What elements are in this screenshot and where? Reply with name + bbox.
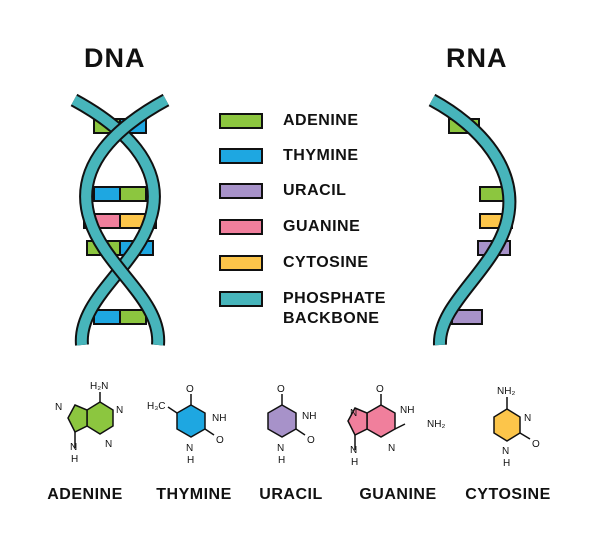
legend-item-guanine: GUANINE bbox=[219, 217, 459, 245]
uracil-label: URACIL bbox=[259, 486, 323, 503]
rna-backbone bbox=[428, 93, 517, 346]
thymine-label: THYMINE bbox=[156, 486, 232, 503]
thymine-swatch bbox=[219, 148, 263, 164]
adenine-atom: N bbox=[105, 439, 112, 450]
cytosine-label: CYTOSINE bbox=[465, 486, 551, 503]
uracil-atom: O bbox=[277, 384, 285, 395]
thymine-atoms: O H₃C NH N O H bbox=[147, 384, 226, 466]
thymine-atom: N bbox=[186, 443, 193, 454]
dna-pair-5-right bbox=[119, 309, 147, 325]
adenine-atom: H₂N bbox=[90, 381, 108, 392]
uracil-atom: O bbox=[307, 435, 315, 446]
cytosine-atom: O bbox=[532, 439, 540, 450]
legend-item-thymine: THYMINE bbox=[219, 146, 459, 174]
thymine-structure bbox=[167, 394, 215, 438]
guanine-structure bbox=[347, 394, 406, 450]
dna-pair-2-left bbox=[93, 186, 121, 202]
uracil-structure bbox=[267, 394, 306, 438]
dna-pair-2-right bbox=[119, 186, 147, 202]
guanine-atom: O bbox=[376, 384, 384, 395]
guanine-atoms: O N NH NH₂ N N H bbox=[350, 384, 445, 468]
dna-backbone bbox=[70, 93, 170, 346]
legend-label: ADENINE bbox=[283, 112, 359, 129]
dna-title: DNA bbox=[84, 43, 146, 73]
cytosine-atom: NH₂ bbox=[497, 386, 515, 397]
thymine-atom: H₃C bbox=[147, 401, 166, 412]
backbone-swatch bbox=[219, 291, 263, 307]
adenine-structure bbox=[67, 392, 114, 448]
legend-item-cytosine: CYTOSINE bbox=[219, 253, 459, 281]
cytosine-atoms: NH₂ N N O H bbox=[497, 386, 540, 469]
uracil-atom: NH bbox=[302, 411, 316, 422]
guanine-atom: N bbox=[388, 443, 395, 454]
guanine-atom: H bbox=[351, 457, 358, 468]
thymine-atom: O bbox=[216, 435, 224, 446]
legend-label: GUANINE bbox=[283, 218, 361, 235]
guanine-atom: NH bbox=[400, 405, 414, 416]
guanine-label: GUANINE bbox=[359, 486, 437, 503]
guanine-atom: N bbox=[350, 445, 357, 456]
adenine-label: ADENINE bbox=[47, 486, 123, 503]
cytosine-structure bbox=[493, 397, 531, 442]
thymine-atom: O bbox=[186, 384, 194, 395]
cytosine-atom: N bbox=[524, 413, 531, 424]
adenine-atom: N bbox=[55, 402, 62, 413]
guanine-swatch bbox=[219, 219, 263, 235]
guanine-atom: NH₂ bbox=[427, 419, 445, 430]
legend-item-uracil: URACIL bbox=[219, 181, 459, 209]
legend-label: CYTOSINE bbox=[283, 254, 369, 271]
thymine-atom: NH bbox=[212, 413, 226, 424]
thymine-atom: H bbox=[187, 455, 194, 466]
legend-label: URACIL bbox=[283, 182, 347, 199]
dna-pair-5-left bbox=[93, 309, 121, 325]
legend-item-adenine: ADENINE bbox=[219, 111, 459, 139]
adenine-swatch bbox=[219, 113, 263, 129]
legend-label: PHOSPHATE BACKBONE bbox=[283, 290, 386, 327]
cytosine-swatch bbox=[219, 255, 263, 271]
uracil-swatch bbox=[219, 183, 263, 199]
adenine-atom: N bbox=[116, 405, 123, 416]
cytosine-atom: N bbox=[502, 446, 509, 457]
rna-title: RNA bbox=[446, 43, 508, 73]
uracil-atoms: O NH N O H bbox=[277, 384, 316, 466]
adenine-atom: N bbox=[70, 442, 77, 453]
uracil-atom: H bbox=[278, 455, 285, 466]
uracil-atom: N bbox=[277, 443, 284, 454]
adenine-atoms: H₂N N N N N H bbox=[55, 381, 123, 465]
cytosine-atom: H bbox=[503, 458, 510, 469]
guanine-atom: N bbox=[350, 408, 357, 419]
adenine-atom: H bbox=[71, 454, 78, 465]
legend-label: THYMINE bbox=[283, 147, 359, 164]
legend-item-phosphate-backbone: PHOSPHATE BACKBONE bbox=[219, 289, 459, 333]
